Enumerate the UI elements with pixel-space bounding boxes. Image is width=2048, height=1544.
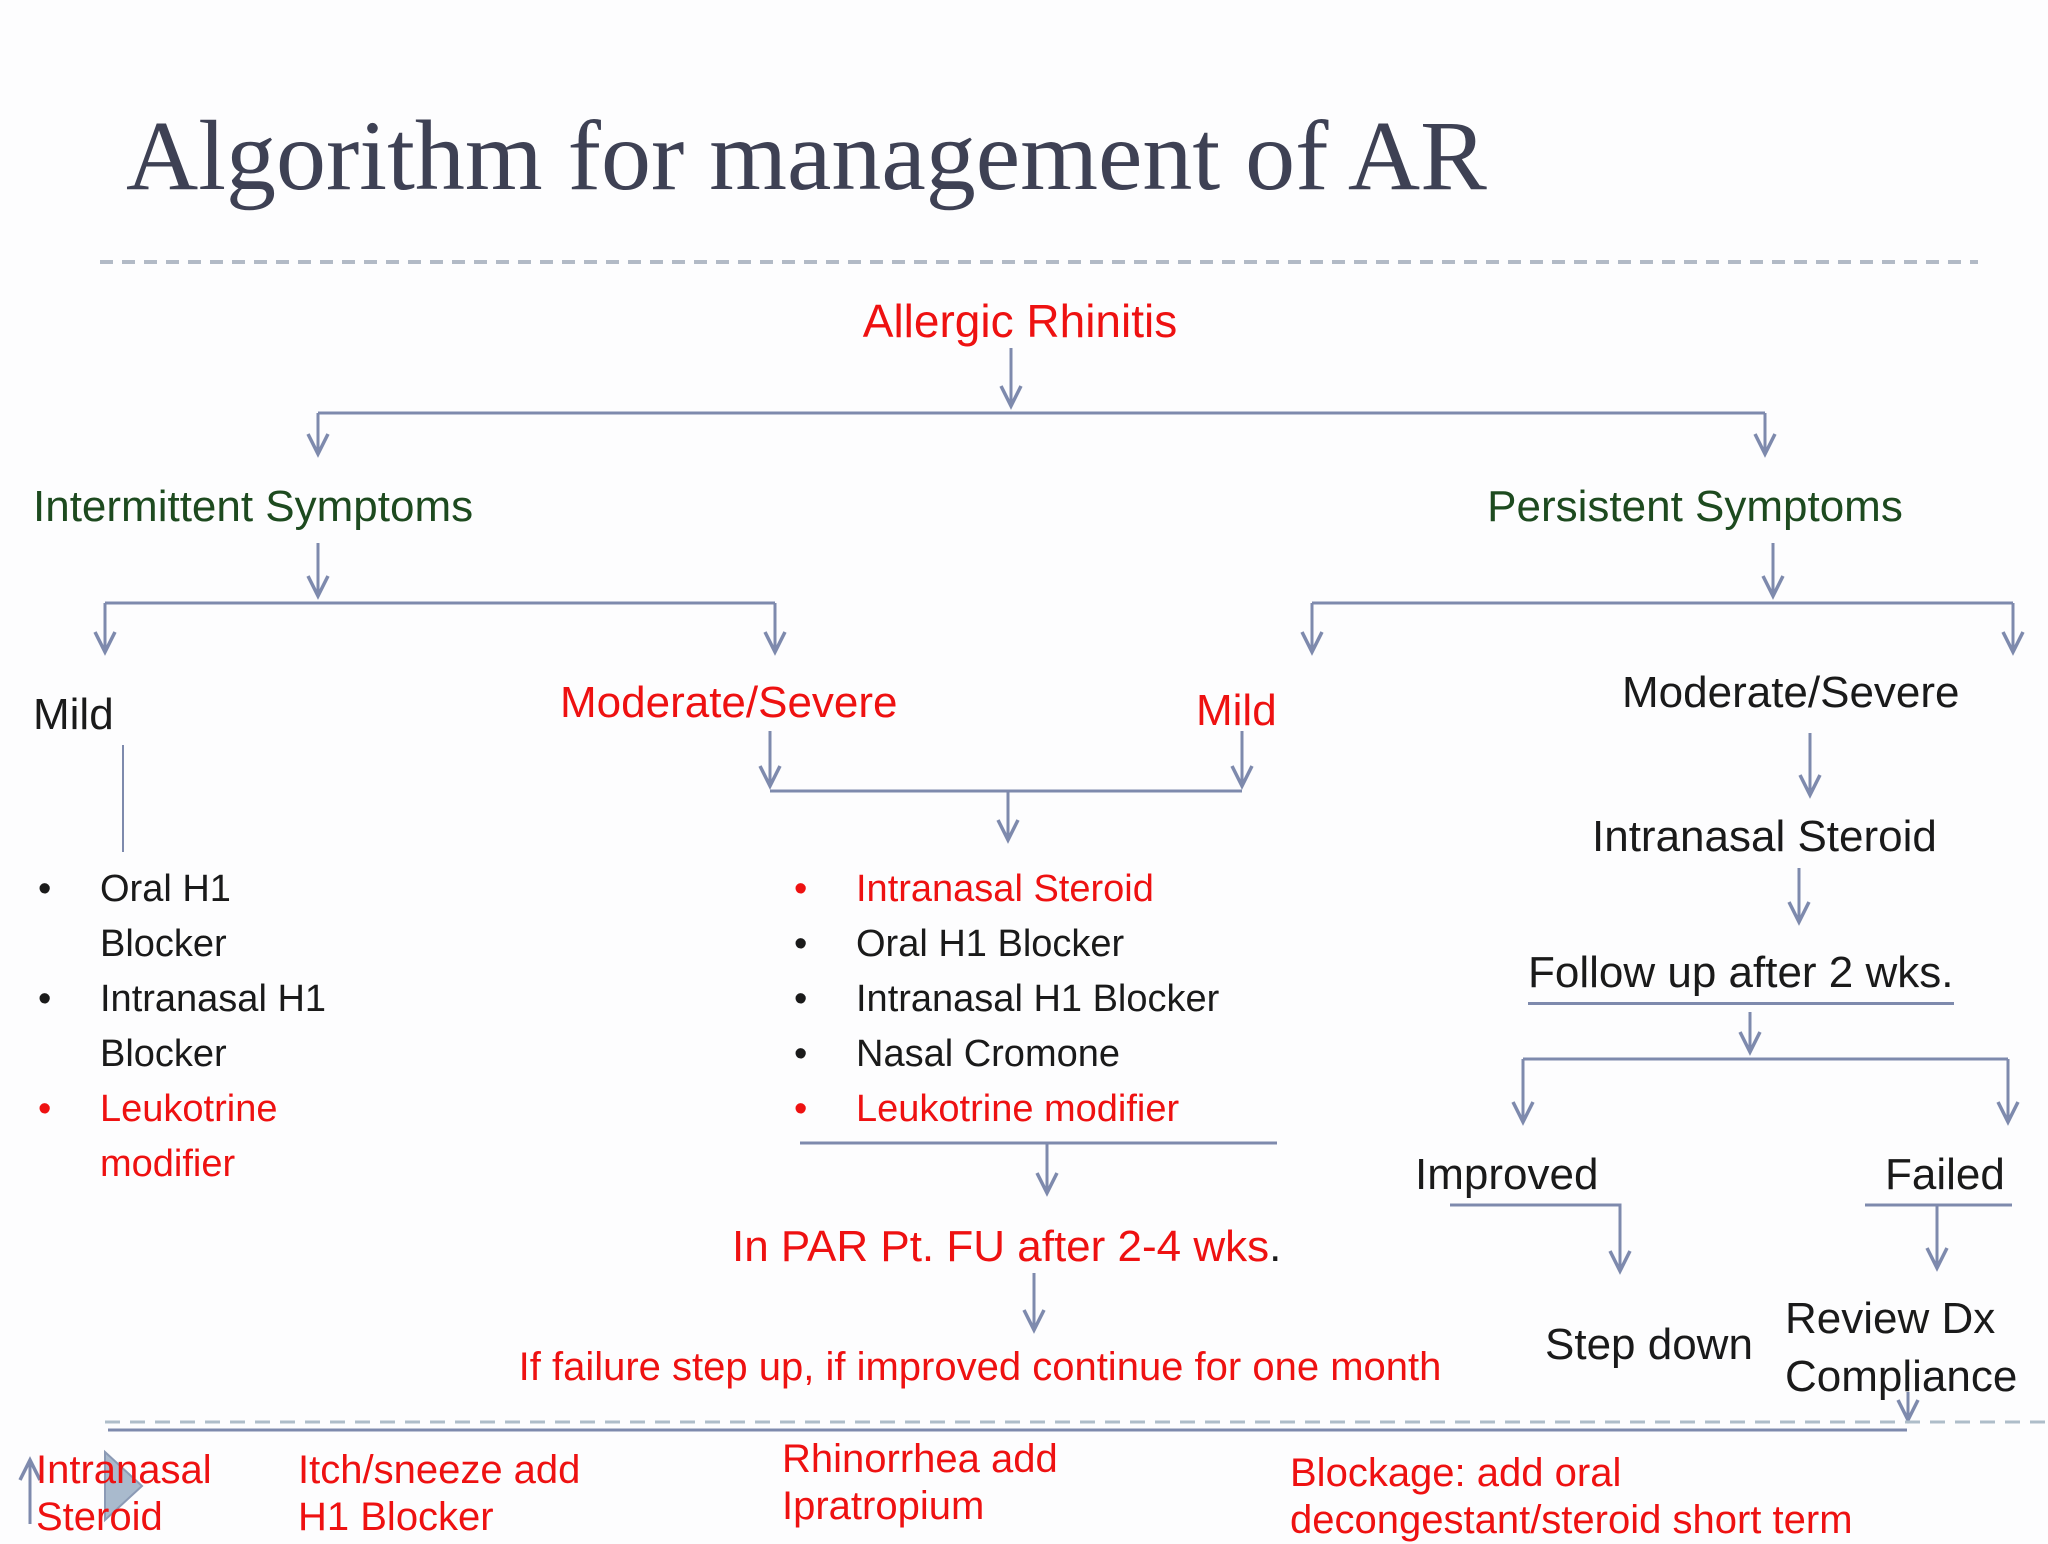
node-followup-2wks: Follow up after 2 wks.	[1528, 948, 1954, 1005]
bullet-dot-icon: •	[38, 978, 52, 1020]
footer-label-itch-sneeze: Itch/sneeze add H1 Blocker	[298, 1447, 580, 1541]
treatment-item: • Intranasal H1 Blocker	[36, 972, 336, 1082]
footer-label-line: Ipratropium	[782, 1484, 985, 1528]
inpar-followup-note: In PAR Pt. FU after 2-4 wks.	[732, 1222, 1281, 1272]
bullet-dot-icon: •	[794, 868, 808, 910]
treatment-item-text: Oral H1 Blocker	[100, 868, 231, 965]
failure-stepup-note: If failure step up, if improved continue…	[518, 1345, 1442, 1389]
slide-bullet-triangle-icon	[104, 1449, 144, 1523]
arrow-improved-to-stepdown-icon	[1450, 1203, 1632, 1275]
treatment-item-text: Intranasal H1 Blocker	[856, 978, 1220, 1020]
footer-label-blockage: Blockage: add oral decongestant/steroid …	[1290, 1450, 1853, 1544]
review-line-1: Review Dx	[1785, 1294, 1996, 1343]
treatment-item: • Intranasal Steroid	[792, 862, 1312, 917]
footer-label-line: Steroid	[36, 1495, 163, 1539]
node-persistent-symptoms: Persistent Symptoms	[1487, 482, 1903, 531]
bullet-dot-icon: •	[794, 1033, 808, 1075]
treatment-item: • Nasal Cromone	[792, 1027, 1312, 1082]
footer-label-line: Blockage: add oral	[1290, 1451, 1622, 1495]
treatment-item: • Leukotrine modifier	[792, 1082, 1312, 1137]
moderate-severe-treatment-list: • Intranasal Steroid • Oral H1 Blocker • Intr…	[792, 862, 1312, 1137]
footer-label-rhinorrhea: Rhinorrhea add Ipratropium	[782, 1436, 1058, 1530]
node-allergic-rhinitis: Allergic Rhinitis	[862, 295, 1178, 347]
node-intranasal-steroid: Intranasal Steroid	[1592, 812, 1937, 861]
treatment-item-text: Leukotrine modifier	[856, 1088, 1180, 1130]
bullet-dot-icon: •	[794, 923, 808, 965]
treatment-item: • Leukotrine modifier	[36, 1082, 336, 1192]
node-intermittent-symptoms: Intermittent Symptoms	[33, 482, 474, 531]
page-title: Algorithm for management of AR	[126, 100, 1487, 211]
footer-label-line: Itch/sneeze add	[298, 1448, 581, 1492]
treatment-item-text: Intranasal H1 Blocker	[100, 978, 327, 1075]
footer-label-line: H1 Blocker	[298, 1495, 494, 1539]
node-step-down: Step down	[1545, 1320, 1753, 1369]
bullet-dot-icon: •	[794, 1088, 808, 1130]
treatment-item-text: Oral H1 Blocker	[856, 923, 1125, 965]
footer-label-line: Intranasal	[36, 1448, 212, 1492]
treatment-item: • Intranasal H1 Blocker	[792, 972, 1312, 1027]
treatment-item-text: Leukotrine modifier	[100, 1088, 278, 1185]
node-moderate-severe-persistent: Moderate/Severe	[1622, 668, 1960, 717]
footer-label-line: Rhinorrhea add	[782, 1437, 1058, 1481]
node-improved: Improved	[1415, 1150, 1599, 1199]
node-mild-intermittent: Mild	[33, 690, 114, 739]
mild-treatment-list: • Oral H1 Blocker • Intranasal H1 Blocker • L…	[36, 862, 336, 1192]
review-line-2: Compliance	[1785, 1352, 2018, 1401]
inpar-followup-period: .	[1269, 1222, 1282, 1271]
inpar-followup-text: In PAR Pt. FU after 2-4 wks	[732, 1222, 1270, 1271]
node-review-dx-compliance: Review Dx Compliance	[1785, 1290, 2017, 1406]
treatment-item-text: Intranasal Steroid	[856, 868, 1154, 910]
treatment-item: • Oral H1 Blocker	[792, 917, 1312, 972]
bullet-dot-icon: •	[38, 868, 52, 910]
node-mild-persistent: Mild	[1196, 686, 1277, 735]
node-failed: Failed	[1885, 1150, 2005, 1199]
bullet-dot-icon: •	[794, 978, 808, 1020]
footer-label-intranasal-steroid: Intranasal Steroid	[36, 1447, 212, 1541]
treatment-item: • Oral H1 Blocker	[36, 862, 336, 972]
footer-label-line: decongestant/steroid short term	[1290, 1498, 1853, 1542]
bullet-dot-icon: •	[38, 1088, 52, 1130]
treatment-item-text: Nasal Cromone	[856, 1033, 1120, 1075]
node-moderate-severe-intermittent: Moderate/Severe	[560, 678, 898, 727]
